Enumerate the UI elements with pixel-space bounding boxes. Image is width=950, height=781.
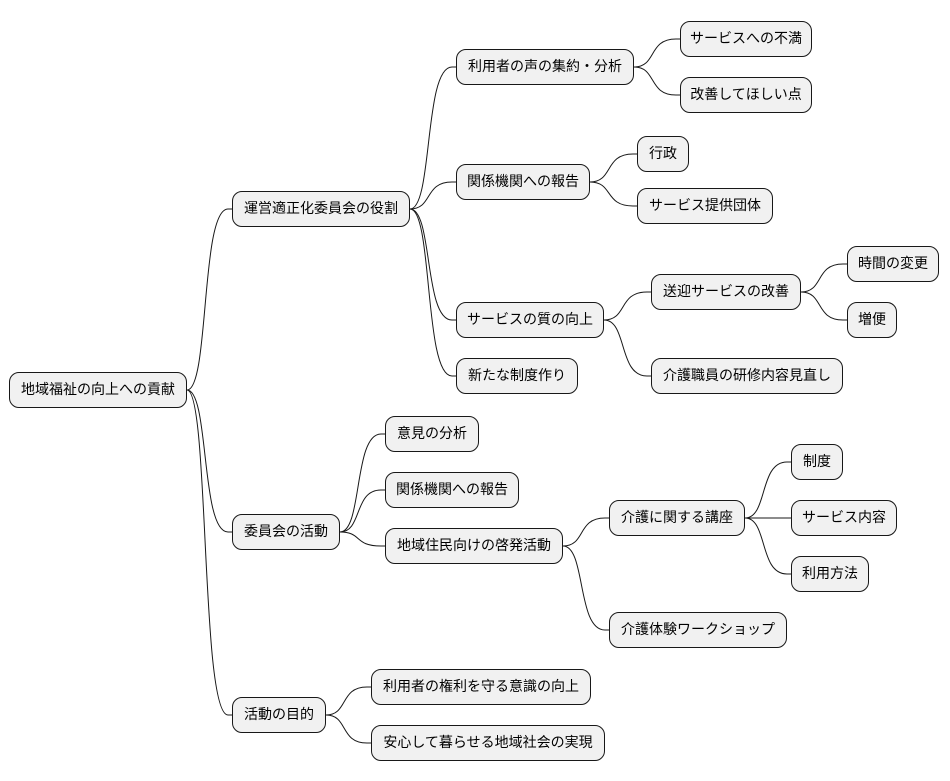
leaf-safe-community: 安心して暮らせる地域社会の実現 — [371, 725, 605, 761]
leaf-service-content: サービス内容 — [791, 500, 897, 536]
connector-a1-a1a — [633, 38, 680, 68]
connector-b-b1 — [339, 433, 385, 533]
connector-b3-b3b — [562, 545, 609, 631]
connector-root-b — [186, 389, 232, 533]
leaf-opinion-analysis: 意見の分析 — [385, 416, 479, 452]
connector-a3a-a3a1 — [800, 263, 847, 293]
connector-a3a-a3a2 — [800, 291, 847, 321]
node-user-voice-analysis: 利用者の声の集約・分析 — [456, 49, 634, 85]
leaf-administration: 行政 — [637, 136, 689, 172]
node-service-quality: サービスの質の向上 — [456, 302, 604, 338]
node-community-awareness: 地域住民向けの啓発活動 — [385, 528, 563, 564]
node-transport-improvement: 送迎サービスの改善 — [651, 274, 801, 310]
connector-a2-a2b — [589, 181, 637, 207]
connector-a-a3 — [409, 208, 456, 321]
connector-a-a2 — [409, 181, 456, 210]
leaf-usage-method: 利用方法 — [791, 556, 869, 592]
leaf-report-to-agencies: 関係機関への報告 — [385, 472, 519, 508]
branch-activity-purpose: 活動の目的 — [232, 697, 326, 733]
branch-committee-role: 運営適正化委員会の役割 — [232, 191, 410, 227]
connector-b3-b3a — [562, 517, 609, 547]
branch-committee-activities: 委員会の活動 — [232, 514, 340, 550]
node-report-to-agencies: 関係機関への報告 — [456, 164, 590, 200]
leaf-service-providers: サービス提供団体 — [637, 188, 773, 224]
connector-a2-a2a — [589, 153, 637, 183]
connector-c-c1 — [325, 686, 371, 716]
leaf-time-change: 時間の変更 — [847, 246, 939, 282]
connector-b-b2 — [339, 489, 385, 533]
connector-c-c2 — [325, 714, 371, 744]
leaf-staff-training-review: 介護職員の研修内容見直し — [651, 358, 843, 394]
leaf-more-runs: 増便 — [847, 302, 897, 338]
connector-a1-a1b — [633, 66, 680, 96]
connector-a3-a3b — [603, 319, 651, 377]
leaf-system: 制度 — [791, 444, 843, 480]
leaf-rights-awareness: 利用者の権利を守る意識の向上 — [371, 669, 591, 705]
leaf-new-system: 新たな制度作り — [456, 358, 578, 394]
connector-a3-a3a — [603, 291, 651, 321]
connector-b3a-b3a3 — [744, 517, 791, 575]
connector-a-a1 — [409, 66, 456, 210]
connector-root-a — [186, 208, 232, 391]
leaf-improvement-points: 改善してほしい点 — [680, 77, 812, 113]
root-node: 地域福祉の向上への貢献 — [9, 372, 187, 408]
connector-b-b3 — [339, 531, 385, 547]
node-care-lecture: 介護に関する講座 — [609, 500, 745, 536]
connector-a-a4 — [409, 208, 456, 377]
leaf-care-workshop: 介護体験ワークショップ — [609, 612, 787, 648]
leaf-service-complaints: サービスへの不満 — [680, 21, 812, 57]
connector-root-c — [186, 389, 232, 716]
connector-b3a-b3a1 — [744, 461, 791, 519]
